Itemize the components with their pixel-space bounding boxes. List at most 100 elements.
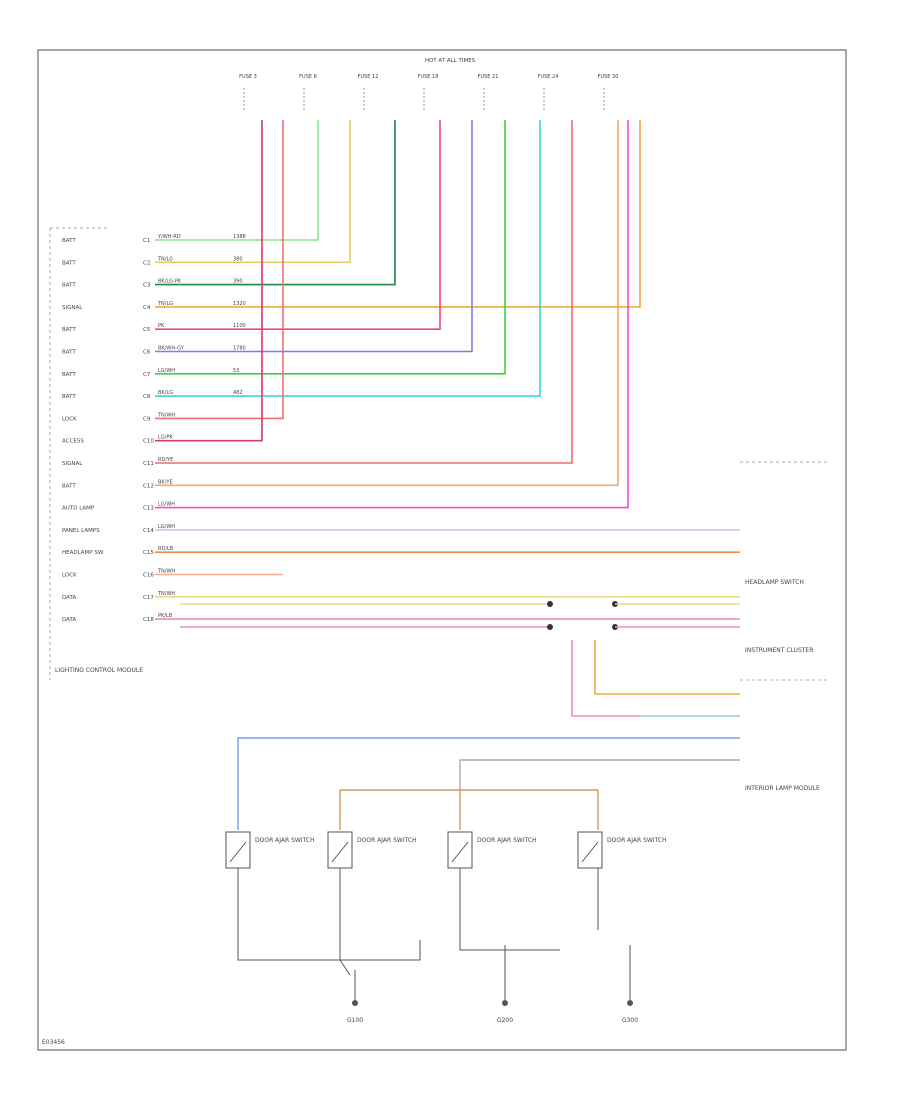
pin-function-label: DATA xyxy=(62,595,76,601)
wire-color-code: TN/WH xyxy=(157,569,175,575)
headlamp-switch-label: HEADLAMP SWITCH xyxy=(745,579,804,586)
pin-row: SIGNAL C4 TN/LG 1320 xyxy=(62,120,641,311)
ground-wire-b xyxy=(339,868,351,976)
wire-color-code: TN/WH xyxy=(157,412,175,418)
fuse-column: FUSE 21 xyxy=(478,74,499,110)
wire-trace xyxy=(155,120,284,420)
wire-color-code: LG/PK xyxy=(158,435,173,441)
wire-color-code: LG/WH xyxy=(158,502,175,508)
wire-color-code: PK/LB xyxy=(158,613,173,619)
door-switch-4-label: DOOR AJAR SWITCH xyxy=(607,837,667,844)
data-wire-down-2 xyxy=(571,640,740,717)
circuit-number: 482 xyxy=(233,390,243,396)
pin-function-label: SIGNAL xyxy=(62,461,83,467)
pin-function-label: LOCK xyxy=(62,416,77,422)
door-switch-1: DOOR AJAR SWITCH xyxy=(225,831,315,869)
wire-trace xyxy=(155,120,573,464)
pin-function-label: HEADLAMP SW xyxy=(62,550,104,556)
pin-number: C3 xyxy=(143,283,151,289)
ground-point-2 xyxy=(502,1000,508,1006)
pin-number: C6 xyxy=(143,350,151,356)
wire-trace xyxy=(155,120,441,330)
pin-number: C9 xyxy=(143,416,151,422)
ground-left-label: G100 xyxy=(347,1017,363,1024)
door-switch-2-label: DOOR AJAR SWITCH xyxy=(357,837,417,844)
pin-row: DATA C18 PK/LB xyxy=(62,613,740,623)
wire-color-code: TN/LG xyxy=(157,301,173,307)
fuse-label: FUSE 18 xyxy=(418,74,439,80)
fuse-column: FUSE 8 xyxy=(299,74,317,110)
pin-function-label: BATT xyxy=(62,350,76,356)
pin-function-label: BATT xyxy=(62,372,76,378)
fuse-label: FUSE 12 xyxy=(358,74,379,80)
pin-function-label: BATT xyxy=(62,394,76,400)
fuse-label: FUSE 30 xyxy=(598,74,619,80)
door-switch-3: DOOR AJAR SWITCH xyxy=(447,831,537,869)
wire-color-code: TN/WH xyxy=(157,591,175,597)
pin-number: C14 xyxy=(143,528,154,534)
circuit-number: 1780 xyxy=(233,346,246,352)
interior-lamp-module-label: INTERIOR LAMP MODULE xyxy=(745,785,820,792)
fuse-label: FUSE 3 xyxy=(239,74,257,80)
circuit-number: 380 xyxy=(233,256,243,262)
wire-trace xyxy=(155,120,629,509)
instrument-cluster-label: INSTRUMENT CLUSTER xyxy=(745,647,813,654)
fuse-column: FUSE 3 xyxy=(239,74,257,110)
data-wire-down-1 xyxy=(594,640,740,695)
door-switch-1-label: DOOR AJAR SWITCH xyxy=(255,837,315,844)
ground-right-label: G300 xyxy=(622,1017,638,1024)
diagram-frame xyxy=(37,49,847,1051)
pin-number: C4 xyxy=(143,305,151,311)
wire-color-code: Y/WH-RD xyxy=(157,234,181,240)
fuse-label: FUSE 21 xyxy=(478,74,499,80)
wire-trace xyxy=(155,120,396,286)
pin-function-label: BATT xyxy=(62,283,76,289)
fuse-box: HOT AT ALL TIMES FUSE 3 FUSE 8 FUSE 12 FUSE … xyxy=(239,58,618,110)
pin-function-label: BATT xyxy=(62,238,76,244)
fuse-label: FUSE 8 xyxy=(299,74,317,80)
fuse-column: FUSE 12 xyxy=(358,74,379,110)
pin-number: C2 xyxy=(143,260,150,266)
wire-trace xyxy=(155,120,473,353)
wire-color-code: LG/WH xyxy=(158,368,175,374)
pin-number: C5 xyxy=(143,327,151,333)
wire-color-code: BK/LG xyxy=(158,390,173,396)
pin-number: C18 xyxy=(143,617,154,623)
wire-color-code: BK/WH-GY xyxy=(158,346,185,352)
pin-function-label: SIGNAL xyxy=(62,305,83,311)
wire-trace xyxy=(155,120,641,308)
wire-color-code: LG/WH xyxy=(158,524,175,530)
circuit-number: 1100 xyxy=(233,323,246,329)
circuit-number: 53 xyxy=(233,368,239,374)
ground-mid-label: G200 xyxy=(497,1017,513,1024)
pin-function-label: AUTO LAMP xyxy=(62,506,95,512)
circuit-number: 1388 xyxy=(233,234,246,240)
wire-color-code: BK/YE xyxy=(158,479,173,485)
pin-function-label: BATT xyxy=(62,260,76,266)
fuse-column: FUSE 18 xyxy=(418,74,439,110)
pin-function-label: DATA xyxy=(62,617,76,623)
pin-number: C1 xyxy=(143,238,150,244)
ground-point-1 xyxy=(352,1000,358,1006)
pin-function-label: BATT xyxy=(62,483,76,489)
pin-function-label: BATT xyxy=(62,327,76,333)
fuse-heading: HOT AT ALL TIMES xyxy=(425,58,476,64)
wire-trace xyxy=(155,120,541,397)
pin-number: C15 xyxy=(143,550,154,556)
wire-trace xyxy=(155,120,351,264)
pin-number: C17 xyxy=(143,595,154,601)
circuit-number: 1320 xyxy=(233,301,246,307)
door-switch-2: DOOR AJAR SWITCH xyxy=(327,831,417,869)
